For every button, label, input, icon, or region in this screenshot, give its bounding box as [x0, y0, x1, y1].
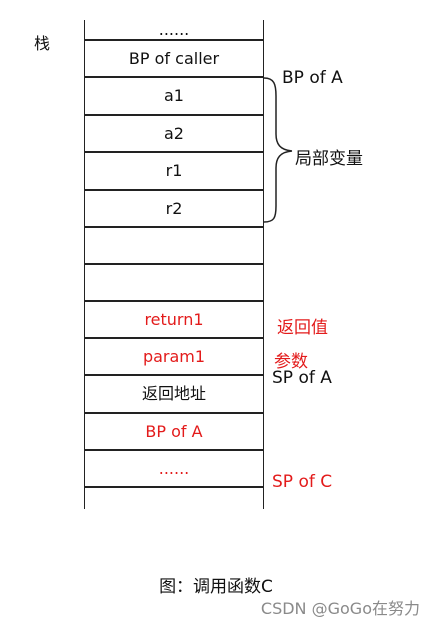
stack-divider: [85, 226, 263, 228]
sp-of-a-label: SP of A: [272, 368, 332, 388]
stack-cell-ellipsis-bottom: ......: [85, 450, 263, 487]
stack-cell-label: ......: [158, 20, 190, 39]
stack-cell-empty-1: [85, 227, 263, 264]
stack-cell-label: param1: [142, 346, 206, 366]
stack-divider: [85, 449, 263, 451]
figure-caption: 图：调用函数C: [159, 577, 273, 597]
stack-column: ...... BP of caller a1 a2 r1 r2 return1 …: [84, 20, 264, 509]
stack-cell-a2: a2: [85, 115, 263, 152]
stack-cell-param1: param1: [85, 338, 263, 375]
stack-cell-label: return1: [144, 309, 204, 329]
stack-divider: [85, 337, 263, 339]
stack-cell-label: r1: [165, 161, 183, 180]
stack-divider: [85, 189, 263, 191]
stack-cell-a1: a1: [85, 77, 263, 115]
stack-cell-empty-3: [85, 487, 263, 509]
stack-divider: [85, 263, 263, 265]
stack-cell-bp-of-caller: BP of caller: [85, 40, 263, 77]
stack-cell-r1: r1: [85, 152, 263, 190]
stack-cell-label: 返回地址: [141, 384, 206, 403]
stack-cell-return-address: 返回地址: [85, 375, 263, 413]
local-vars-brace: [263, 77, 293, 223]
stack-divider: [85, 300, 263, 302]
stack-title: 栈: [34, 34, 51, 53]
stack-divider: [85, 412, 263, 414]
stack-divider: [85, 114, 263, 116]
stack-divider: [85, 39, 263, 41]
stack-cell-return1: return1: [85, 301, 263, 338]
stack-cell-label: r2: [165, 198, 183, 218]
stack-divider: [85, 76, 263, 78]
stack-cell-label: BP of caller: [128, 48, 220, 68]
stack-divider: [85, 151, 263, 153]
return-value-label: 返回值: [277, 318, 328, 338]
stack-divider: [85, 374, 263, 376]
stack-divider: [85, 486, 263, 488]
local-vars-label: 局部变量: [295, 149, 363, 169]
sp-of-c-label: SP of C: [272, 472, 333, 492]
stack-cell-label: BP of A: [145, 421, 203, 441]
stack-cell-empty-2: [85, 264, 263, 301]
params-label: 参数: [274, 352, 308, 372]
stack-cell-label: ......: [158, 458, 190, 478]
watermark: CSDN @GoGo在努力: [260, 599, 420, 618]
bp-of-a-label: BP of A: [282, 68, 343, 88]
stack-cell-label: a1: [164, 86, 184, 105]
stack-cell-ellipsis-top: ......: [85, 20, 263, 40]
stack-cell-label: a2: [164, 123, 184, 143]
stack-cell-r2: r2: [85, 190, 263, 227]
stack-cell-bp-of-a: BP of A: [85, 413, 263, 450]
